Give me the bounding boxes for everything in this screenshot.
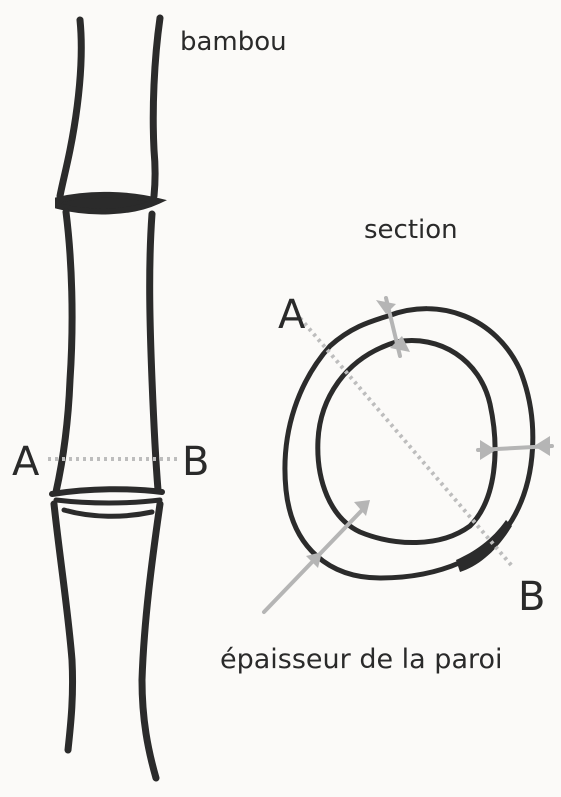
lower-node-top [49, 486, 165, 497]
upper-node [55, 191, 167, 215]
section-label-b: B [518, 574, 545, 620]
thickness-marker-top [376, 296, 410, 358]
section-label: section [364, 215, 458, 245]
stalk-top-left-wall [56, 16, 85, 200]
lower-node-mid [53, 497, 163, 506]
arrowhead-right-icon [480, 440, 496, 460]
arrowhead-down-icon [376, 300, 396, 314]
pointer-arrowhead-icon [354, 500, 370, 516]
section-ink-smudge [456, 520, 512, 572]
stalk-bottom-right-wall [138, 500, 164, 782]
cut-label-b: B [182, 439, 209, 485]
arrowhead-up-icon [390, 336, 410, 352]
pointer-arrowhead-2-icon [306, 552, 322, 568]
section-outer-wall [282, 306, 536, 581]
wall-thickness-pointer [262, 500, 370, 614]
stalk-bottom-left-wall [50, 500, 77, 754]
thickness-marker-right [476, 436, 554, 460]
section-inner-wall [315, 338, 498, 546]
stalk-middle-left-wall [52, 208, 76, 496]
cut-label-a: A [12, 439, 40, 485]
wall-thickness-label: épaisseur de la paroi [220, 644, 503, 675]
lower-node-bottom [61, 507, 155, 519]
section-label-a: A [278, 292, 306, 338]
bamboo-label: bambou [180, 27, 287, 57]
section-cut-line [298, 316, 514, 568]
arrowhead-left-icon [534, 436, 550, 456]
cross-section [282, 306, 536, 581]
bamboo-stalk [48, 14, 178, 782]
stalk-middle-right-wall [146, 210, 162, 494]
stalk-top-right-wall [149, 14, 164, 200]
